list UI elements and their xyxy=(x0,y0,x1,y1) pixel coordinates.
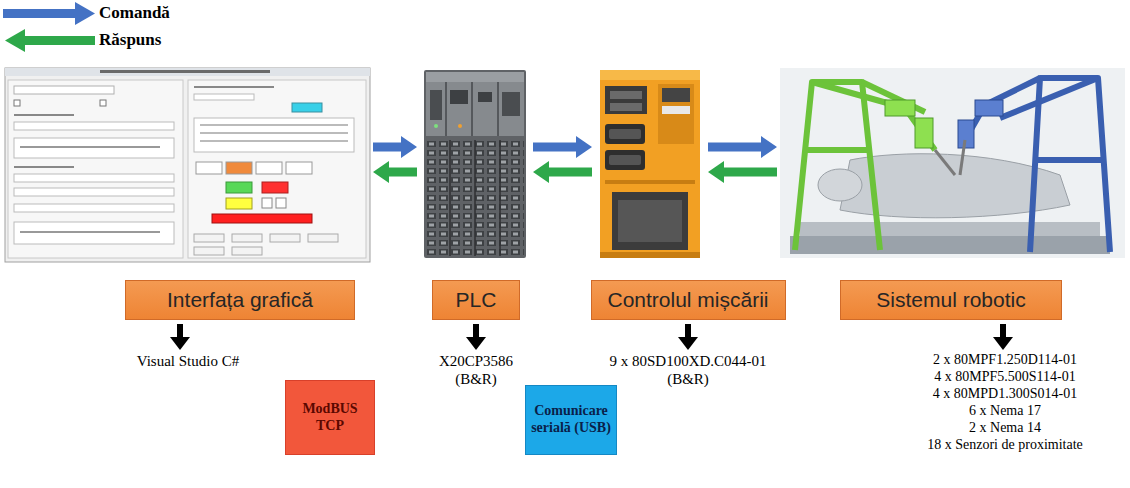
down-arrow xyxy=(993,324,1013,350)
component-column: PLC xyxy=(420,68,530,262)
part-label: Visual Studio C# xyxy=(108,352,268,370)
part-label: 2 x Nema 14 xyxy=(895,420,1115,437)
protocol-box: Comunicare serială (USB) xyxy=(525,385,617,455)
stage-label-box: Controlul mișcării xyxy=(591,280,786,320)
component-column: Interfața grafică xyxy=(5,68,370,262)
stage-label: Controlul mișcării xyxy=(607,288,768,312)
stage-label-box: PLC xyxy=(432,280,520,320)
legend-arrow-green xyxy=(5,29,95,52)
robot-illustration xyxy=(780,68,1125,258)
part-label: 4 x 80MPD1.300S014-01 xyxy=(895,386,1115,403)
flow-arrow xyxy=(373,161,417,183)
part-label: X20CP3586 (B&R) xyxy=(426,352,526,388)
plc-illustration xyxy=(424,70,526,258)
flow-arrow xyxy=(708,136,777,158)
component-column: Sistemul robotic xyxy=(780,68,1125,262)
part-label: 18 x Senzori de proximitate xyxy=(895,437,1115,454)
component-column: Controlul mișcării xyxy=(595,68,705,262)
legend-arrow-blue xyxy=(3,2,95,25)
flow-arrow xyxy=(533,161,592,183)
flow-arrow xyxy=(533,136,592,158)
protocol-box: ModBUS TCP xyxy=(285,380,375,455)
text-holder: ModBUS TCP xyxy=(294,401,366,435)
stage-label: Sistemul robotic xyxy=(876,288,1025,312)
stage-label-box: Sistemul robotic xyxy=(840,280,1062,320)
down-arrow xyxy=(466,324,486,350)
stage-label-box: Interfața grafică xyxy=(125,280,355,320)
part-label: 4 x 80MPF5.500S114-01 xyxy=(895,369,1115,386)
servo-drive-illustration xyxy=(600,70,700,258)
down-arrow xyxy=(170,324,190,350)
stage-label: PLC xyxy=(456,288,497,312)
part-label: 6 x Nema 17 xyxy=(895,403,1115,420)
part-label: 2 x 80MPF1.250D114-01 xyxy=(895,352,1115,369)
box-text: Comunicare serială (USB) xyxy=(530,403,612,437)
legend-text: Comandă xyxy=(99,3,170,23)
flow-arrow xyxy=(373,136,417,158)
text-holder: Comunicare serială (USB) xyxy=(530,403,612,437)
part-label: 9 x 80SD100XD.C044-01 (B&R) xyxy=(600,352,776,388)
legend-text: Răspuns xyxy=(99,30,161,50)
stage-label: Interfața grafică xyxy=(167,288,313,312)
box-text: ModBUS TCP xyxy=(294,401,366,435)
flow-arrow xyxy=(708,161,777,183)
down-arrow xyxy=(678,324,698,350)
gui-screenshot xyxy=(5,68,370,262)
